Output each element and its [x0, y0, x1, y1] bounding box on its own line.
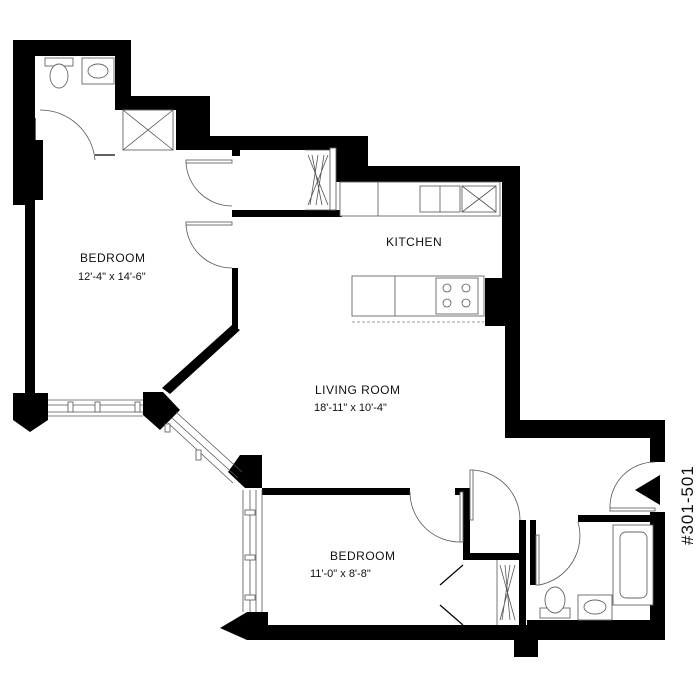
closet-rod-2 — [496, 560, 516, 625]
bedroom-1-dims: 12'-4" x 14'-6" — [78, 271, 146, 283]
windows — [48, 399, 263, 612]
doors — [34, 109, 656, 626]
entry-arrow-icon — [635, 475, 660, 505]
unit-number: #301-501 — [678, 465, 697, 545]
bedroom-2-dims: 11'-0" x 8'-8" — [310, 568, 371, 580]
exterior-walls — [13, 40, 665, 657]
closet-rod — [305, 147, 337, 211]
kitchen-label: KITCHEN — [386, 235, 442, 249]
bedroom-1-label: BEDROOM — [80, 251, 146, 265]
bedroom-2-label: BEDROOM — [330, 549, 396, 563]
living-room-label: LIVING ROOM — [315, 383, 401, 397]
fixtures — [44, 57, 654, 625]
interior-walls — [162, 148, 650, 625]
living-room-dims: 18'-11" x 10'-4" — [314, 402, 387, 414]
